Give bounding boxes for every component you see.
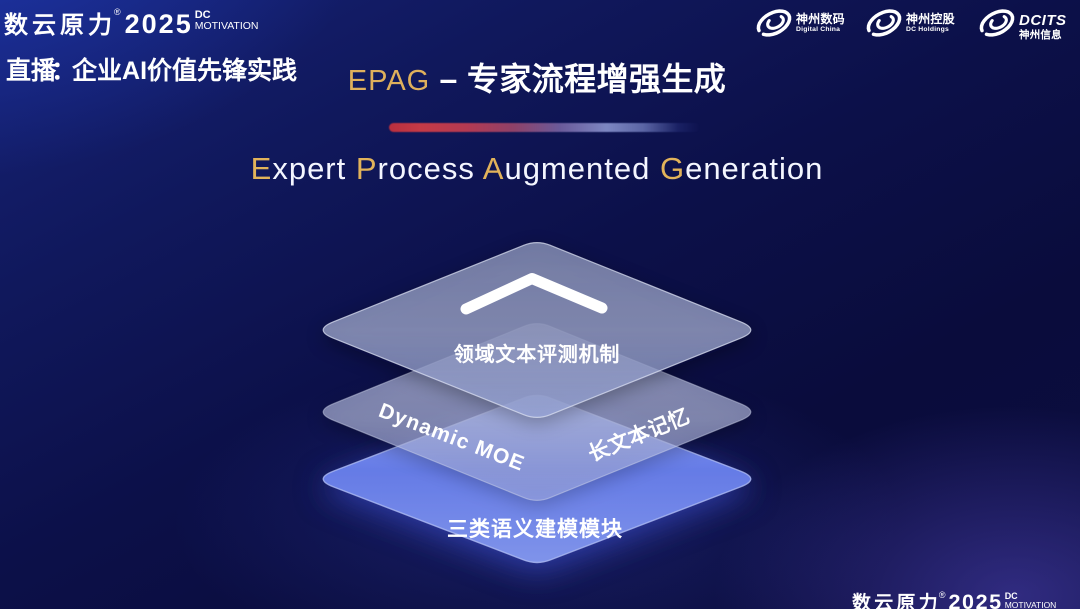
svg-text:三类语义建模模块: 三类语义建模模块 (447, 517, 623, 541)
svg-text:领域文本评测机制: 领域文本评测机制 (454, 342, 620, 366)
